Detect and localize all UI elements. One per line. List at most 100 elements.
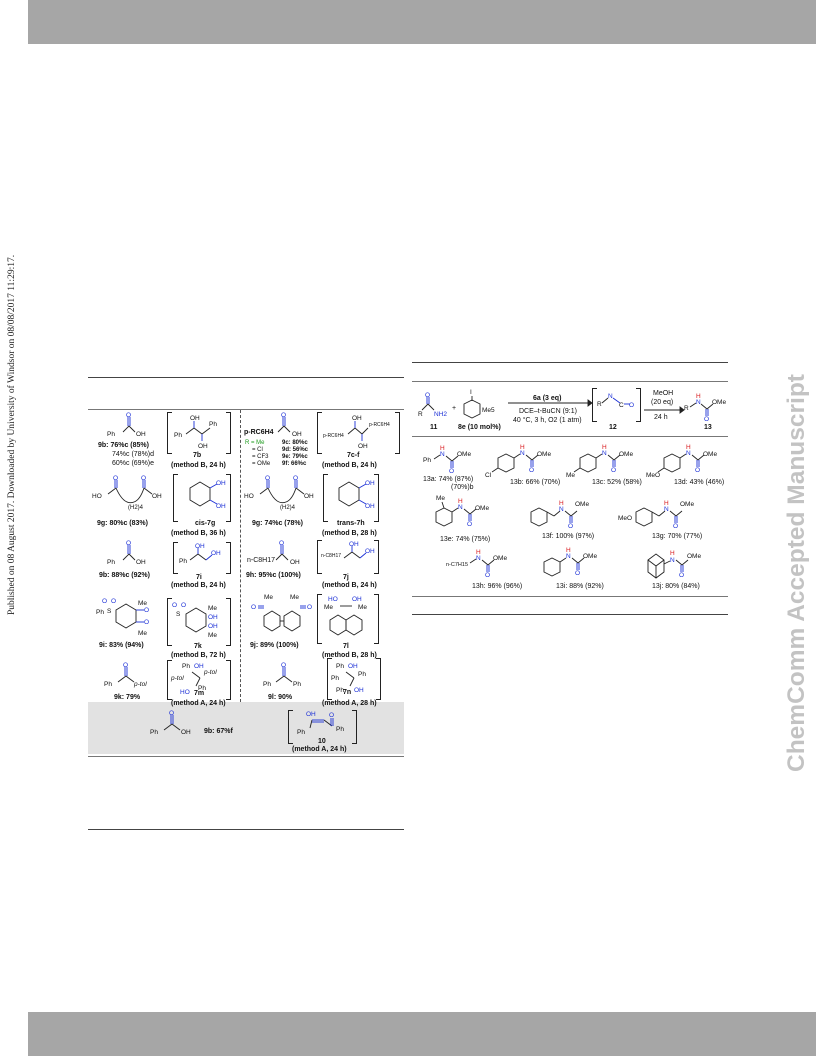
svg-text:O: O	[281, 662, 286, 669]
svg-text:HO: HO	[92, 493, 102, 500]
svg-text:Ph: Ph	[423, 457, 431, 464]
svg-text:p-tol: p-tol	[170, 675, 184, 682]
product-13j-label: 13j: 80% (84%)	[652, 583, 700, 590]
svg-text:N: N	[520, 450, 525, 457]
r2a-chain: (H2)4	[128, 505, 144, 511]
reaction-arrow-2	[644, 406, 685, 414]
svg-text:N: N	[559, 506, 564, 513]
svg-text:OMe: OMe	[575, 501, 589, 508]
r5a-yield: 9k: 79%	[114, 694, 141, 701]
svg-text:OMe: OMe	[493, 555, 507, 562]
svg-text:Ph: Ph	[263, 681, 271, 688]
svg-text:OH: OH	[348, 663, 358, 670]
svg-text:OH: OH	[365, 480, 375, 487]
svg-text:S: S	[107, 608, 112, 615]
r6-method: (method A, 24 h)	[292, 746, 347, 753]
svg-text:N: N	[664, 506, 669, 513]
svg-text:H: H	[696, 393, 701, 400]
svg-text:p-tol: p-tol	[203, 669, 217, 676]
svg-text:N: N	[476, 555, 481, 562]
svg-text:HO: HO	[244, 493, 254, 500]
r5a-product: 7m	[194, 690, 205, 697]
svg-text:OH: OH	[190, 415, 200, 422]
r1b-product: 7c-f	[347, 452, 360, 459]
svg-text:H: H	[566, 547, 571, 554]
bracket-right	[395, 412, 400, 454]
svg-text:R: R	[418, 411, 423, 418]
svg-text:MeO: MeO	[618, 515, 632, 522]
svg-text:OMe: OMe	[475, 505, 489, 512]
bracket-left	[317, 412, 322, 454]
svg-text:OH: OH	[304, 493, 314, 500]
svg-text:Ph: Ph	[107, 431, 115, 438]
svg-text:O: O	[181, 602, 186, 609]
svg-text:O: O	[111, 598, 116, 605]
svg-text:OMe: OMe	[680, 501, 694, 508]
svg-text:O: O	[425, 392, 430, 399]
svg-text:OMe: OMe	[712, 399, 726, 406]
r1a-yield-1: 9b: 76%c (85%)	[98, 442, 149, 449]
svg-text:O: O	[329, 712, 334, 719]
header-band	[28, 0, 816, 44]
svg-text:N: N	[696, 399, 701, 406]
left-table-divider	[240, 410, 241, 702]
bracket-left	[167, 598, 172, 646]
svg-text:OMe: OMe	[703, 451, 717, 458]
svg-text:O: O	[144, 607, 149, 614]
svg-text:Me: Me	[264, 594, 273, 601]
svg-text:O: O	[449, 468, 454, 475]
r4a-yield: 9i: 83% (94%)	[99, 642, 144, 649]
bracket-right	[374, 474, 379, 522]
svg-text:Ph: Ph	[104, 681, 112, 688]
svg-text:n-C8H17: n-C8H17	[321, 553, 341, 559]
bracket-right	[374, 540, 379, 574]
svg-text:Ph: Ph	[336, 726, 344, 733]
svg-text:OH: OH	[136, 431, 146, 438]
svg-text:p-tol: p-tol	[133, 681, 147, 688]
svg-text:O: O	[126, 540, 131, 547]
svg-text:O: O	[529, 467, 534, 474]
r3a-yield: 9b: 88%c (92%)	[99, 572, 150, 579]
svg-text:O: O	[611, 467, 616, 474]
r2a-product: cis-7g	[195, 520, 216, 527]
svg-text:Ph: Ph	[182, 663, 190, 670]
right-table-header-rule	[412, 381, 728, 382]
svg-text:OH: OH	[365, 548, 375, 555]
svg-text:OH: OH	[195, 543, 205, 550]
svg-text:Ph: Ph	[336, 663, 344, 670]
svg-text:O: O	[629, 402, 634, 409]
svg-text:Me5: Me5	[482, 407, 495, 414]
watermark-text: ChemComm Accepted Manuscript	[783, 374, 810, 772]
svg-text:OH: OH	[136, 559, 146, 566]
r2a-yield: 9g: 80%c (83%)	[97, 520, 148, 527]
svg-text:OH: OH	[216, 480, 226, 487]
product-13g-label: 13g: 70% (77%)	[652, 533, 703, 540]
svg-text:R: R	[684, 405, 689, 412]
scheme-time: 24 h	[654, 414, 668, 421]
r4b-method: (method B, 28 h)	[322, 652, 377, 659]
bracket-left	[288, 710, 293, 744]
svg-text:OMe: OMe	[583, 553, 597, 560]
left-table-shaded-row	[88, 702, 404, 754]
svg-text:I: I	[470, 389, 472, 396]
bracket-left	[592, 388, 597, 422]
r5b-product: 7n	[343, 689, 352, 696]
scheme-cmpd-8e: 8e (10 mol%)	[458, 424, 501, 431]
product-13a-label: 13a: 74% (87%)	[423, 476, 474, 483]
svg-text:OH: OH	[198, 443, 208, 450]
bracket-left	[317, 540, 322, 574]
svg-text:N: N	[608, 393, 613, 400]
svg-text:p-RC6H4: p-RC6H4	[323, 433, 344, 439]
